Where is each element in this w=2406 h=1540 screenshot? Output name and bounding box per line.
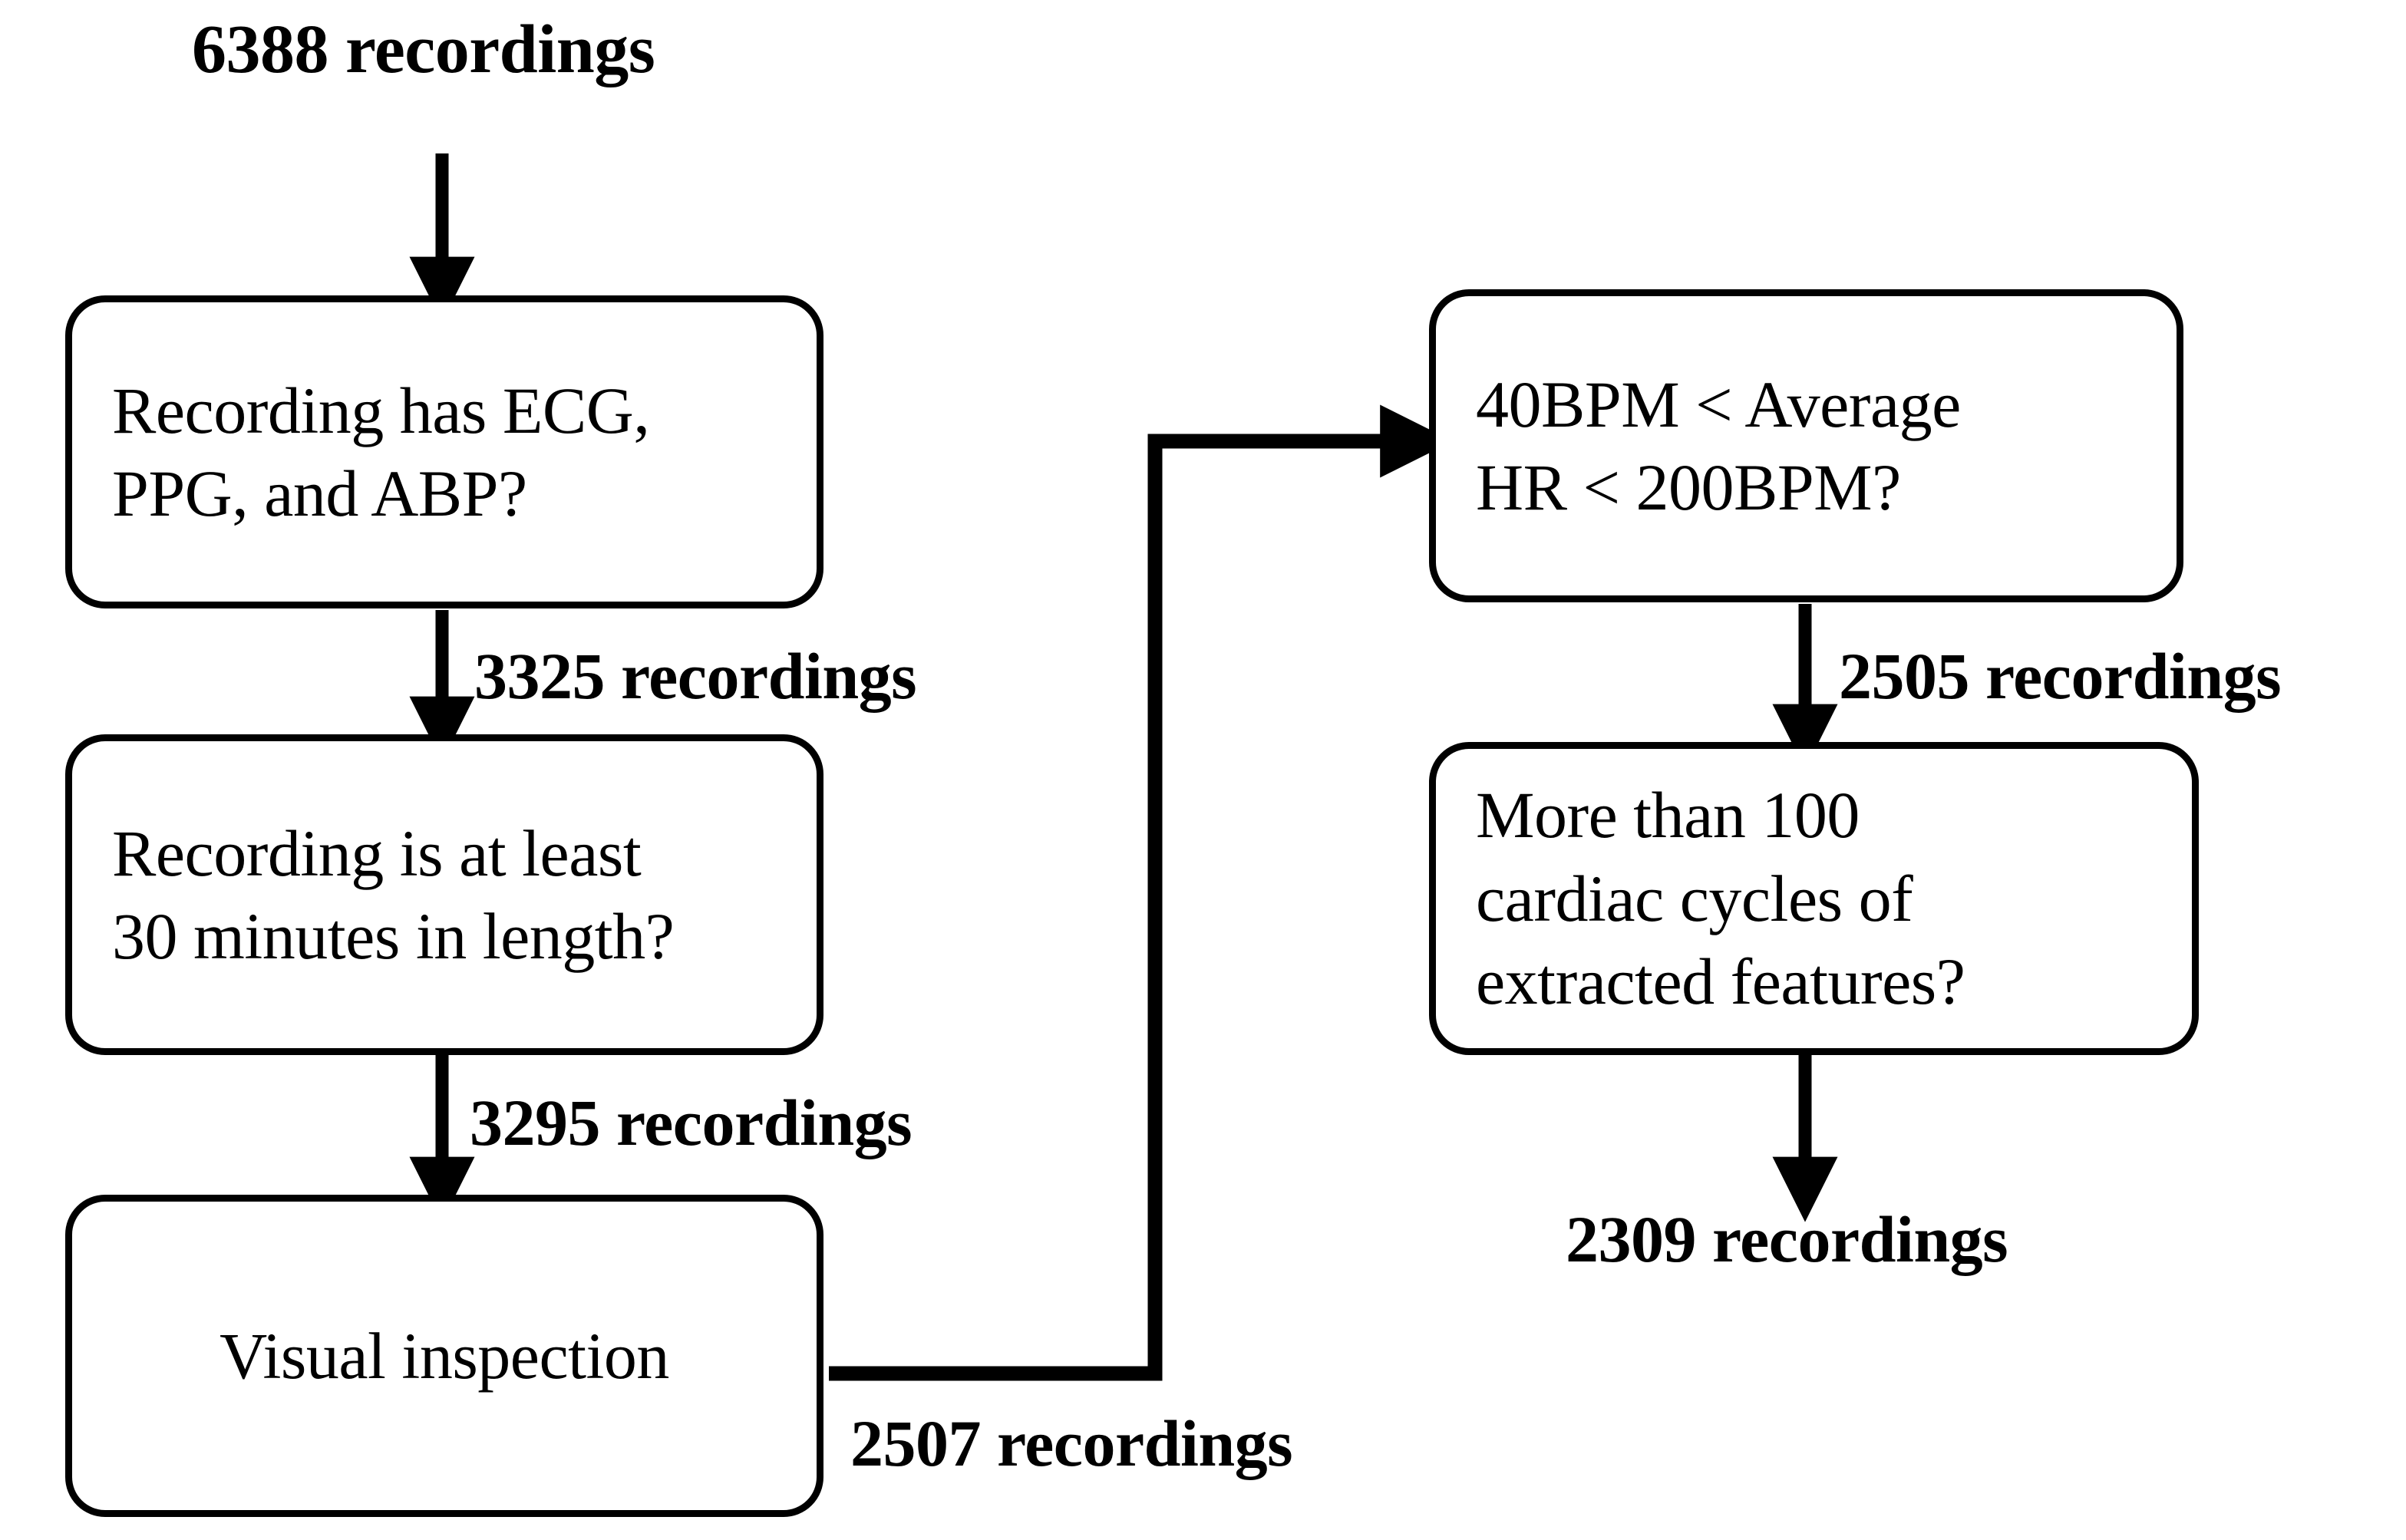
node-has-signals-line-2: PPG, and ABP? xyxy=(112,457,527,530)
node-hr-range-line-2: HR < 200BPM? xyxy=(1476,450,1901,524)
node-cardiac-cycles[interactable]: More than 100 cardiac cycles of extracte… xyxy=(1429,742,2199,1055)
node-min-length-line-1: Recording is at least xyxy=(112,816,642,890)
node-cardiac-cycles-line-1: More than 100 xyxy=(1476,778,1860,852)
edge-label-3295: 3295 recordings xyxy=(470,1086,913,1159)
final-count-label: 2309 recordings xyxy=(1566,1202,2008,1276)
edge-label-2505: 2505 recordings xyxy=(1839,639,2282,713)
edge-visual-to-hr-range xyxy=(829,404,1454,1381)
node-cardiac-cycles-line-2: cardiac cycles of xyxy=(1476,861,1913,935)
node-min-length[interactable]: Recording is at least 30 minutes in leng… xyxy=(65,734,823,1055)
edge-label-2507: 2507 recordings xyxy=(850,1406,1293,1480)
node-min-length-line-2: 30 minutes in length? xyxy=(112,899,675,973)
edge-label-3325: 3325 recordings xyxy=(474,639,917,713)
node-cardiac-cycles-line-3: extracted features? xyxy=(1476,945,1965,1019)
node-has-signals-line-1: Recording has ECG, xyxy=(112,373,650,447)
node-hr-range[interactable]: 40BPM < Average HR < 200BPM? xyxy=(1429,289,2183,602)
node-has-signals[interactable]: Recording has ECG, PPG, and ABP? xyxy=(65,295,823,608)
node-visual-inspection[interactable]: Visual inspection xyxy=(65,1195,823,1517)
start-count-label: 6388 recordings xyxy=(192,12,655,87)
node-hr-range-line-1: 40BPM < Average xyxy=(1476,367,1961,441)
node-visual-inspection-line-1: Visual inspection xyxy=(219,1318,669,1393)
